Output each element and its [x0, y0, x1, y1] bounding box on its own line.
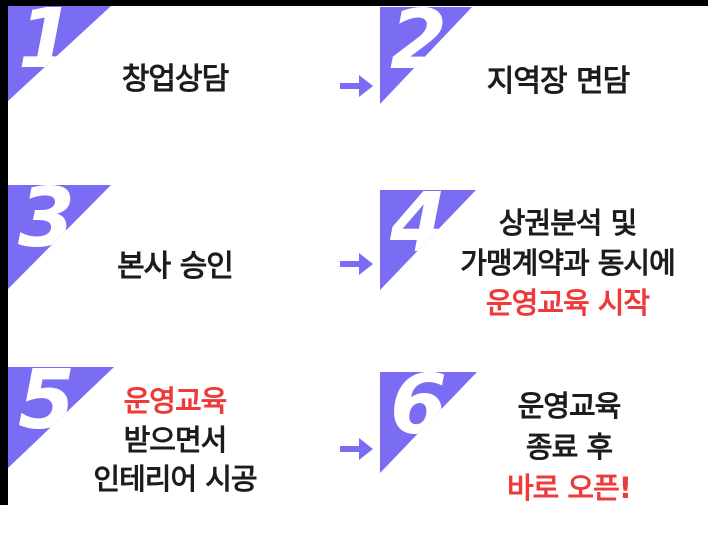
- label-text: 가맹계약과 동시에: [460, 246, 676, 280]
- step-label-line: 운영교육: [450, 386, 688, 427]
- step-label-line: 본사 승인: [55, 247, 295, 287]
- label-text: 창업상담: [121, 62, 229, 97]
- label-text: 지역장 면담: [486, 64, 630, 99]
- step-2-label: 지역장 면담: [438, 62, 678, 102]
- step-label-line: 창업상담: [55, 60, 295, 100]
- step-1-label: 창업상담: [55, 60, 295, 100]
- step-5-label: 운영교육 받으면서 인테리어 시공: [50, 382, 300, 499]
- arrow-right-icon: [340, 73, 374, 99]
- step-label-line: 운영교육: [50, 382, 300, 421]
- step-4-label: 상권분석 및 가맹계약과 동시에 운영교육 시작: [440, 203, 695, 323]
- step-label-line: 바로 오픈!: [450, 468, 688, 509]
- step-label-line: 지역장 면담: [438, 62, 678, 102]
- frame-edge-left: [0, 0, 8, 505]
- label-text: 바로 오픈!: [506, 471, 632, 505]
- label-text: 종료 후: [525, 430, 613, 464]
- label-text: 받으면서: [123, 423, 228, 457]
- step-label-line: 가맹계약과 동시에: [440, 243, 695, 283]
- label-text: 본사 승인: [117, 249, 234, 284]
- step-label-line: 종료 후: [450, 427, 688, 468]
- label-text: 상권분석 및: [498, 206, 637, 240]
- arrow-right-icon: [340, 436, 374, 462]
- step-2-number: 2: [390, 7, 447, 88]
- step-label-line: 인테리어 시공: [50, 460, 300, 499]
- step-label-line: 받으면서: [50, 421, 300, 460]
- arrow-right-icon: [340, 251, 374, 277]
- label-text: 운영교육 시작: [485, 286, 650, 320]
- frame-edge-top: [0, 0, 708, 6]
- step-label-line: 운영교육 시작: [440, 283, 695, 323]
- step-6-number: 6: [390, 372, 447, 453]
- step-3-label: 본사 승인: [55, 247, 295, 287]
- step-6-label: 운영교육 종료 후 바로 오픈!: [450, 386, 688, 509]
- label-text: 운영교육: [517, 389, 622, 423]
- label-text: 운영교육: [123, 384, 228, 418]
- step-4-number: 4: [390, 190, 447, 271]
- step-label-line: 상권분석 및: [440, 203, 695, 243]
- label-text: 인테리어 시공: [93, 462, 257, 496]
